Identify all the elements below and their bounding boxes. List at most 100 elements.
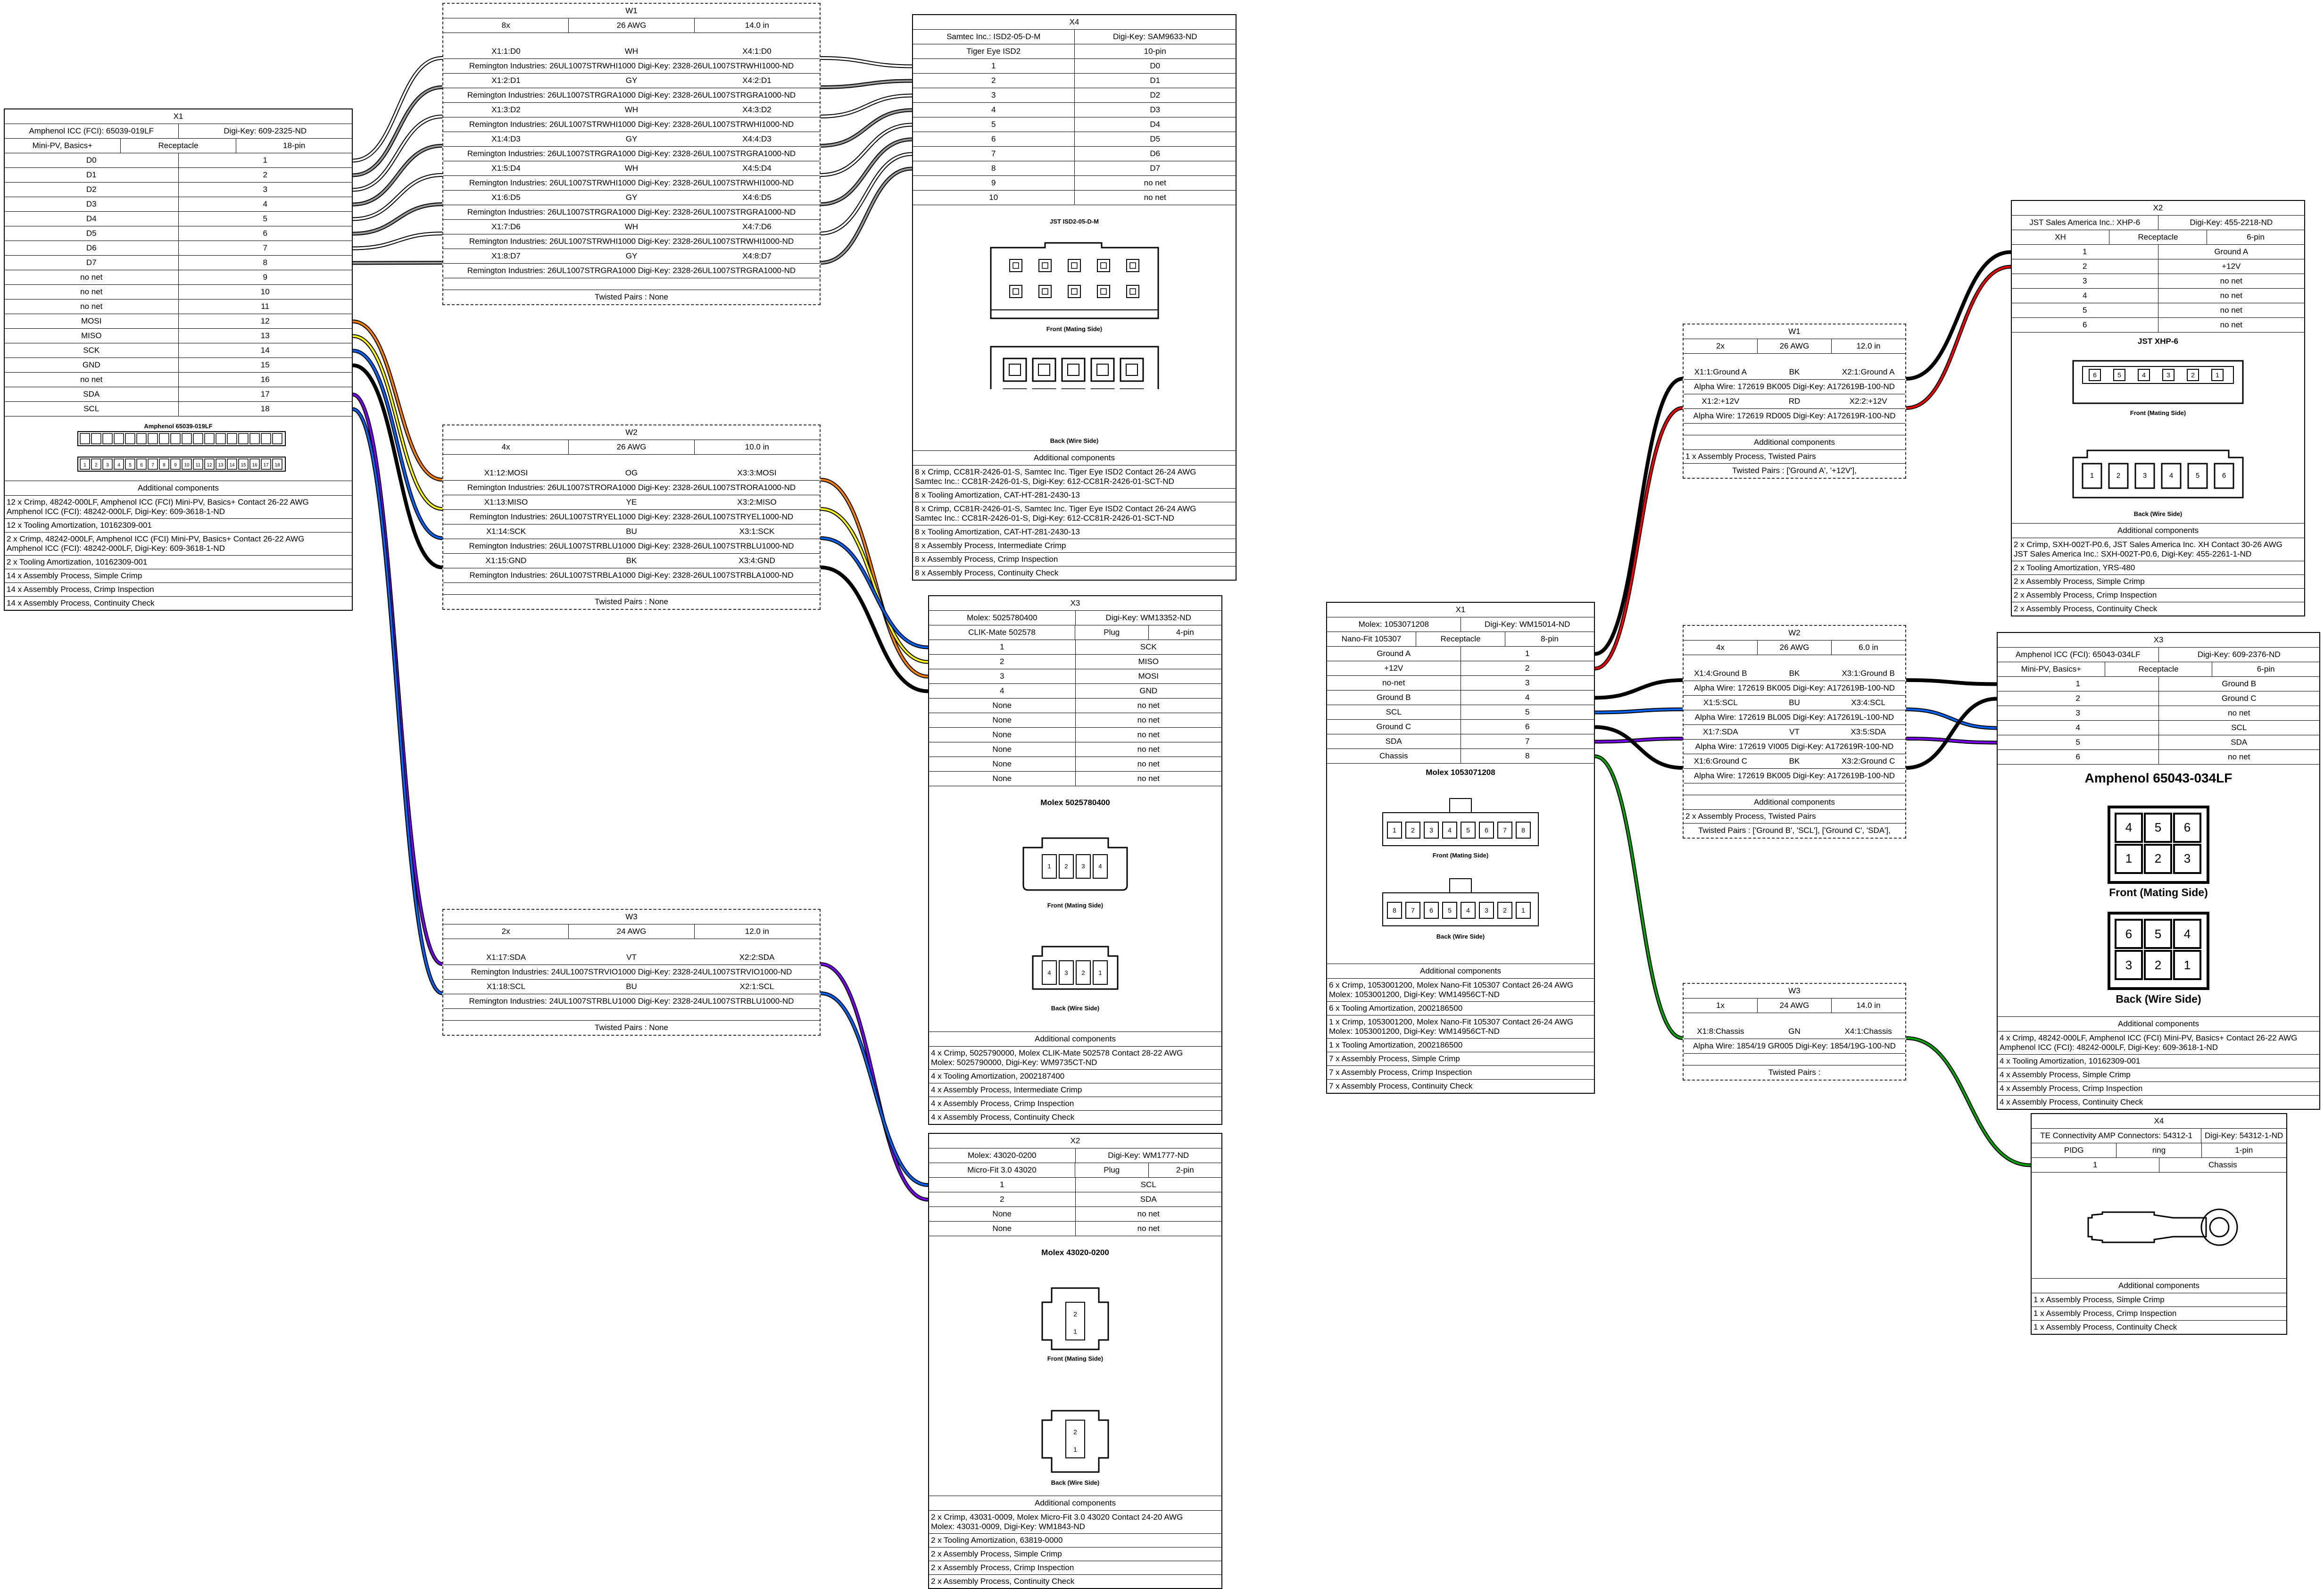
wire-to: X3:1:SCK bbox=[739, 527, 775, 536]
pin-cavity bbox=[261, 433, 271, 444]
wire-part-number: Alpha Wire: 172619 BL005 Digi-Key: A1726… bbox=[1684, 710, 1905, 725]
wire-to: X4:3:D2 bbox=[742, 105, 772, 114]
additional-component-item: 2 x Assembly Process, Continuity Check bbox=[931, 1577, 1075, 1586]
pin-cavity bbox=[1461, 822, 1476, 839]
pin-cavity bbox=[1424, 822, 1439, 839]
wire-core bbox=[1594, 738, 1683, 743]
pin-cavity bbox=[2162, 369, 2175, 381]
connector-drawing-icon: 2 1 2 1 bbox=[1041, 1287, 1109, 1473]
additional-component-item: 8 x Tooling Amortization, CAT-HT-281-243… bbox=[913, 525, 1236, 539]
pin-value: 4 bbox=[263, 200, 267, 208]
wire-color: GY bbox=[625, 251, 638, 260]
connector-type: Receptacle bbox=[121, 139, 237, 153]
pin-label: 5 bbox=[2012, 303, 2158, 317]
wire-outline bbox=[820, 566, 929, 693]
pin-label: D7 bbox=[5, 256, 179, 270]
pin-number-label: 7 bbox=[1411, 907, 1415, 914]
wire-outline bbox=[352, 407, 443, 995]
connector-digikey: Digi-Key: 455-2218-ND bbox=[2190, 218, 2273, 227]
wire-outline bbox=[820, 166, 913, 265]
additional-components-list: 1 x Assembly Process, Twisted Pairs bbox=[1684, 450, 1905, 463]
h2-connector-x3: X3 Amphenol ICC (FCI): 65043-034LF Digi-… bbox=[1997, 632, 2320, 1110]
pin-number-label: 2 bbox=[2155, 958, 2161, 972]
pin-value: Ground A bbox=[2214, 247, 2249, 256]
wire-outline bbox=[820, 137, 913, 206]
pin-cavity bbox=[227, 433, 237, 444]
image-title: Amphenol 65043-034LF bbox=[2084, 771, 2233, 785]
additional-component-item: 2 x Tooling Amortization, 63819-0000 bbox=[929, 1534, 1221, 1547]
wire-outline bbox=[352, 144, 443, 207]
pin-cavity bbox=[1442, 822, 1457, 839]
wire-to: X3:5:SDA bbox=[1851, 727, 1886, 736]
cable-count: 1x bbox=[1684, 998, 1758, 1013]
wire-core bbox=[820, 153, 913, 234]
pin-value: SDA bbox=[1140, 1195, 1157, 1204]
pin-cavity bbox=[182, 458, 192, 470]
pin-number-label: 5 bbox=[1466, 826, 1470, 834]
pin-cavity bbox=[193, 433, 203, 444]
pin-value: 10 bbox=[260, 287, 270, 296]
pin-value: no net bbox=[1144, 178, 1166, 187]
pin-label: 2 bbox=[2012, 259, 2158, 274]
additional-components-list: 4 x Crimp, 48242-000LF, Amphenol ICC (FC… bbox=[1998, 1032, 2319, 1109]
wire-to: X4:1:D0 bbox=[742, 47, 772, 56]
wire-color: OG bbox=[625, 468, 638, 477]
pin-cavity bbox=[1061, 358, 1086, 382]
pin-cavity bbox=[216, 433, 226, 444]
pin-number-label: 1 bbox=[1098, 969, 1102, 976]
additional-components-header: Additional components bbox=[1684, 795, 1905, 810]
wire-outline bbox=[352, 56, 443, 163]
svg-text:1: 1 bbox=[1073, 1446, 1077, 1453]
wire-core bbox=[820, 94, 913, 117]
pin-cavity bbox=[182, 433, 192, 444]
wire-from: X1:8:D7 bbox=[491, 251, 521, 260]
pin-value: 3 bbox=[1525, 678, 1530, 687]
pin-contact bbox=[1100, 288, 1107, 295]
pin-value: no net bbox=[2220, 276, 2242, 285]
additional-components-list: 8 x Crimp, CC81R-2426-01-S, Samtec Inc. … bbox=[913, 466, 1236, 580]
pin-cavity bbox=[1076, 960, 1091, 985]
wire-outline bbox=[352, 319, 443, 482]
pin-label: None bbox=[929, 1207, 1076, 1221]
cable-count: 4x bbox=[443, 440, 569, 454]
image-front-caption: Front (Mating Side) bbox=[2109, 886, 2208, 898]
additional-component-item: 1 x Crimp, 1053001200, Molex Nano-Fit 10… bbox=[1327, 1015, 1594, 1039]
connector-digikey: Digi-Key: 609-2376-ND bbox=[2197, 650, 2281, 659]
connector-title: X4 bbox=[2032, 1114, 2286, 1129]
wire-to: X2:1:Ground A bbox=[1842, 367, 1895, 376]
pin-cavity bbox=[2115, 919, 2143, 949]
wire-from: X1:12:MOSI bbox=[484, 468, 528, 477]
wire-outline bbox=[820, 108, 913, 148]
wire-from: X1:6:D5 bbox=[491, 193, 521, 202]
svg-text:1: 1 bbox=[1073, 1328, 1077, 1335]
wire-outline bbox=[820, 93, 913, 118]
wire-core bbox=[352, 320, 443, 481]
additional-component-item: 2 x Assembly Process, Continuity Check bbox=[2014, 604, 2158, 613]
pin-label: 2 bbox=[913, 74, 1075, 88]
wire-color: WH bbox=[624, 105, 639, 114]
pin-label: 3 bbox=[929, 669, 1076, 683]
additional-component-item: 8 x Assembly Process, Crimp Inspection bbox=[913, 553, 1236, 566]
svg-text:2: 2 bbox=[1073, 1428, 1077, 1436]
pin-cavity bbox=[114, 458, 124, 470]
additional-component-item: 4 x Crimp, 5025790000, Molex CLIK-Mate 5… bbox=[929, 1047, 1221, 1070]
